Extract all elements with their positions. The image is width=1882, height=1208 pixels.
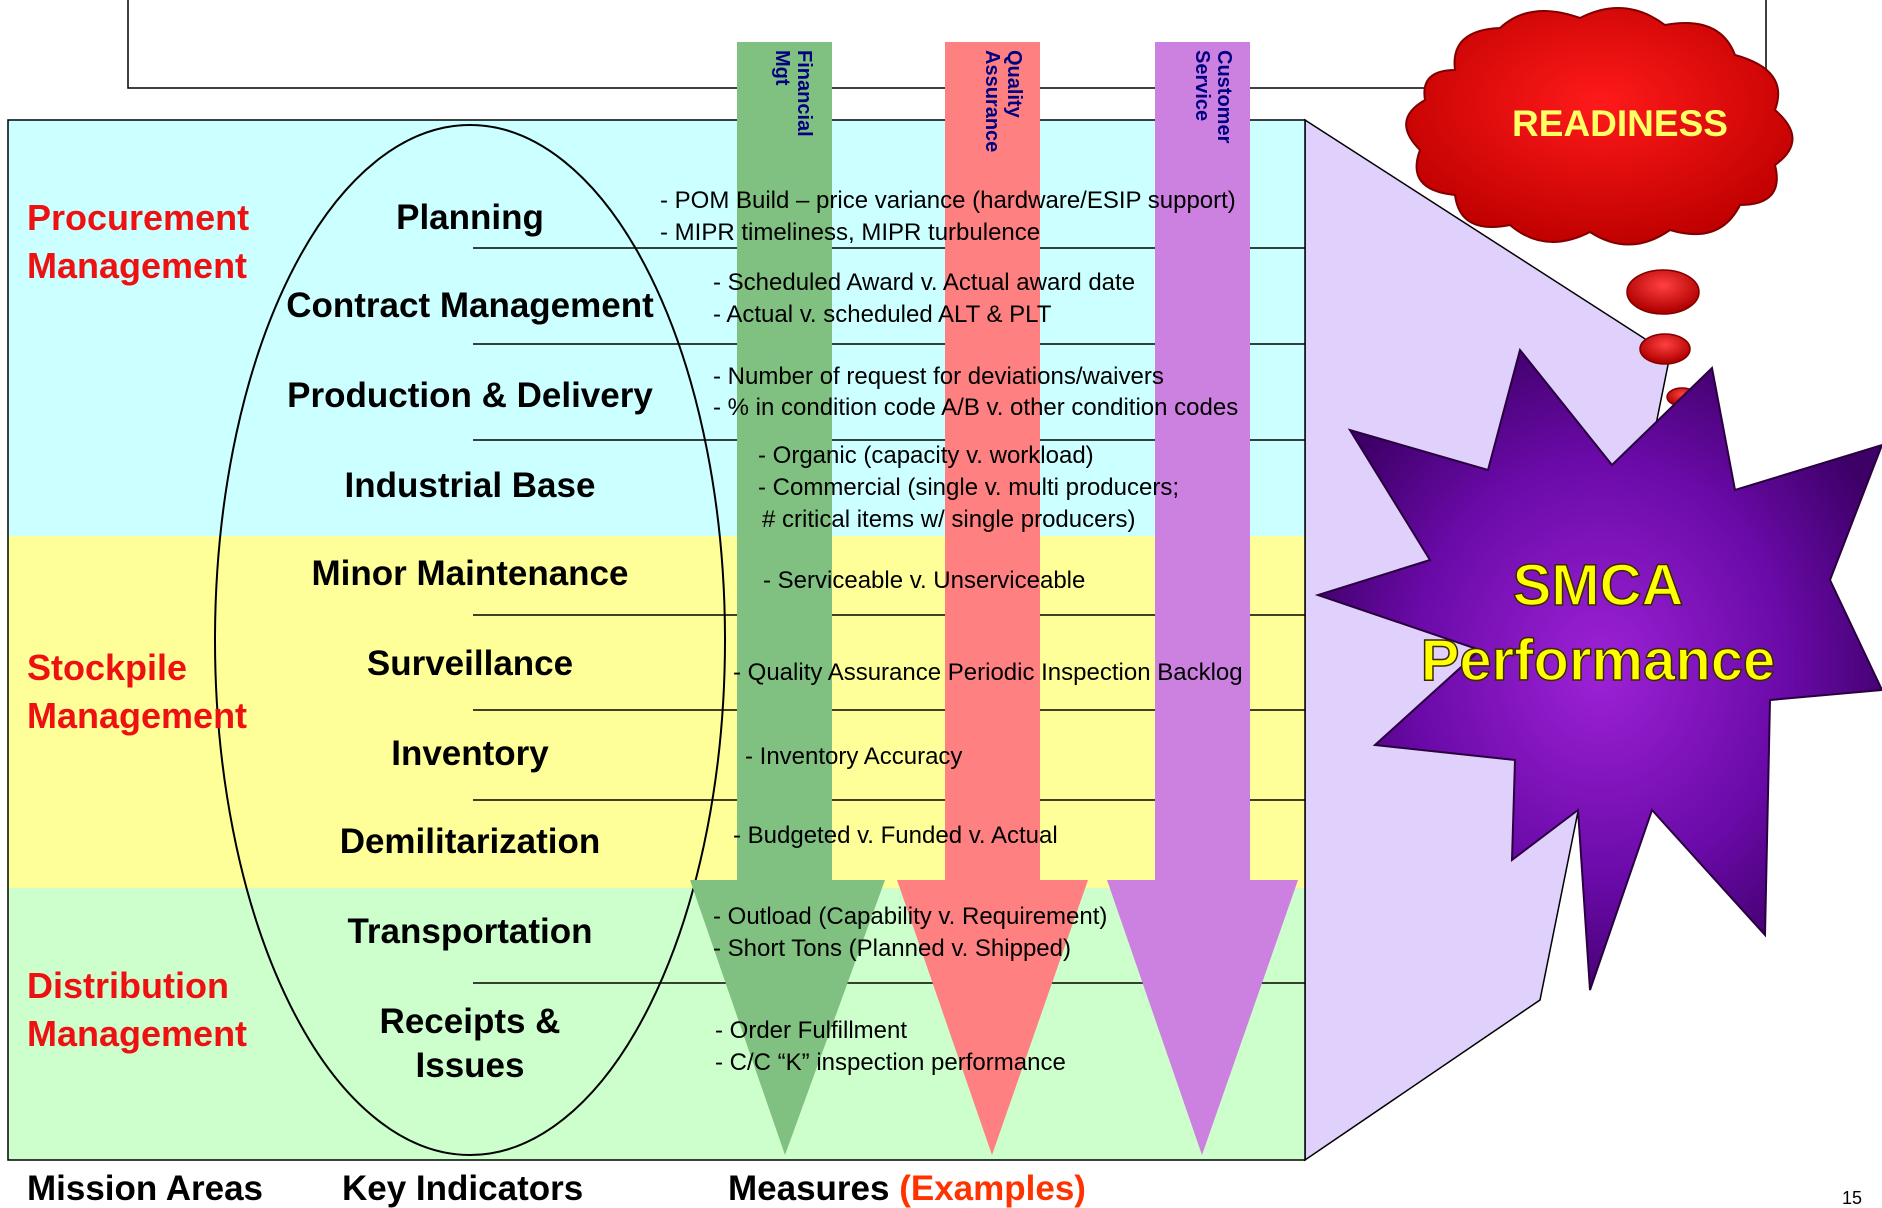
mission-procurement-line2: Management (27, 245, 247, 286)
indicator-planning: Planning (396, 198, 544, 237)
indicator-contract-management: Contract Management (286, 286, 654, 325)
measure-minor-1: - Serviceable v. Unserviceable (763, 567, 1085, 594)
quality-arrow (897, 42, 1088, 1155)
smca-starburst (1314, 347, 1882, 991)
smca-label-line2: Performance (1421, 628, 1776, 693)
footer-key-indicators: Key Indicators (342, 1169, 583, 1208)
measure-planning-1: - POM Build – price variance (hardware/E… (660, 187, 1236, 214)
mission-stockpile-line1: Stockpile (27, 647, 187, 688)
indicator-production-delivery: Production & Delivery (287, 376, 653, 415)
customer-arrow (1107, 42, 1298, 1155)
band-procurement (8, 120, 1305, 536)
indicator-industrial-base: Industrial Base (345, 466, 596, 505)
mission-distribution-line2: Management (27, 1013, 247, 1054)
indicator-surveillance: Surveillance (367, 644, 573, 683)
svg-text:Assurance: Assurance (981, 50, 1003, 152)
measure-receipts-1: - Order Fulfillment (715, 1017, 907, 1044)
svg-text:Service: Service (1191, 50, 1213, 121)
indicator-demilitarization: Demilitarization (340, 822, 601, 861)
measure-inventory-1: - Inventory Accuracy (745, 743, 962, 770)
indicator-ellipse (214, 124, 726, 1156)
table-frame (7, 119, 1306, 1161)
measure-industrial-1: - Organic (capacity v. workload) (758, 442, 1094, 469)
measure-planning-2: - MIPR timeliness, MIPR turbulence (660, 219, 1040, 246)
measure-industrial-2: - Commercial (single v. multi producers; (758, 474, 1179, 501)
readiness-cloud (1405, 7, 1794, 407)
mission-distribution-line1: Distribution (27, 965, 229, 1006)
measure-demil-1: - Budgeted v. Funded v. Actual (733, 822, 1058, 849)
indicator-receipts-line2: Issues (416, 1046, 525, 1085)
measure-transportation-2: - Short Tons (Planned v. Shipped) (713, 935, 1071, 962)
footer-mission-areas: Mission Areas (27, 1169, 263, 1208)
measure-production-1: - Number of request for deviations/waive… (713, 363, 1164, 390)
measure-surveillance-1: - Quality Assurance Periodic Inspection … (733, 659, 1243, 686)
measure-transportation-1: - Outload (Capability v. Requirement) (713, 903, 1107, 930)
indicator-receipts-line1: Receipts & (380, 1002, 561, 1041)
measure-receipts-2: - C/C “K” inspection performance (715, 1049, 1066, 1076)
mission-stockpile-line2: Management (27, 695, 247, 736)
band-distribution (8, 888, 1305, 1160)
quality-label: Quality Assurance (981, 50, 1025, 152)
measure-contract-1: - Scheduled Award v. Actual award date (713, 269, 1135, 296)
readiness-label: READINESS (1512, 103, 1728, 144)
measure-production-2: - % in condition code A/B v. other condi… (713, 394, 1238, 421)
smca-label-line1: SMCA (1513, 553, 1684, 618)
svg-text:Customer: Customer (1213, 50, 1235, 144)
financial-label: Financial Mgt (771, 50, 815, 137)
indicator-transportation: Transportation (347, 912, 592, 951)
mission-procurement-line1: Procurement (27, 197, 249, 238)
measure-industrial-3: # critical items w/ single producers) (762, 506, 1135, 533)
band-stockpile (8, 536, 1305, 888)
svg-text:Financial: Financial (793, 50, 815, 137)
measure-contract-2: - Actual v. scheduled ALT & PLT (713, 301, 1052, 328)
indicator-minor-maintenance: Minor Maintenance (312, 554, 629, 593)
footer-measures: Measures (Examples) (728, 1169, 1086, 1208)
svg-text:Quality: Quality (1003, 50, 1025, 119)
financial-arrow (690, 42, 885, 1155)
svg-text:Mgt: Mgt (771, 50, 793, 86)
page-number: 15 (1842, 1188, 1862, 1208)
indicator-inventory: Inventory (391, 734, 549, 773)
customer-label: Customer Service (1191, 50, 1235, 144)
